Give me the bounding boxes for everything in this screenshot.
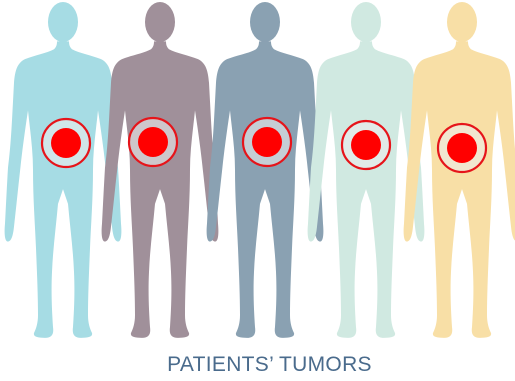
tumor-core (252, 127, 282, 157)
patient-head (48, 2, 78, 42)
tumor-target-icon (342, 121, 390, 169)
patient-figure (5, 2, 122, 338)
figure-caption: PATIENTS’ TUMORS (0, 354, 515, 375)
patient-figure (102, 2, 219, 338)
patient-figure (207, 2, 324, 338)
tumor-target-icon (243, 118, 291, 166)
tumor-target-icon (42, 119, 90, 167)
tumor-core (351, 130, 381, 160)
tumor-target-icon (438, 124, 486, 172)
patient-head (447, 2, 477, 42)
tumor-core (138, 127, 168, 157)
patient-head (145, 2, 175, 42)
tumor-core (51, 128, 81, 158)
patient-head (250, 2, 280, 42)
patient-body-silhouette (207, 41, 324, 337)
tumor-target-icon (129, 118, 177, 166)
patient-head (351, 2, 381, 42)
tumor-core (447, 133, 477, 163)
